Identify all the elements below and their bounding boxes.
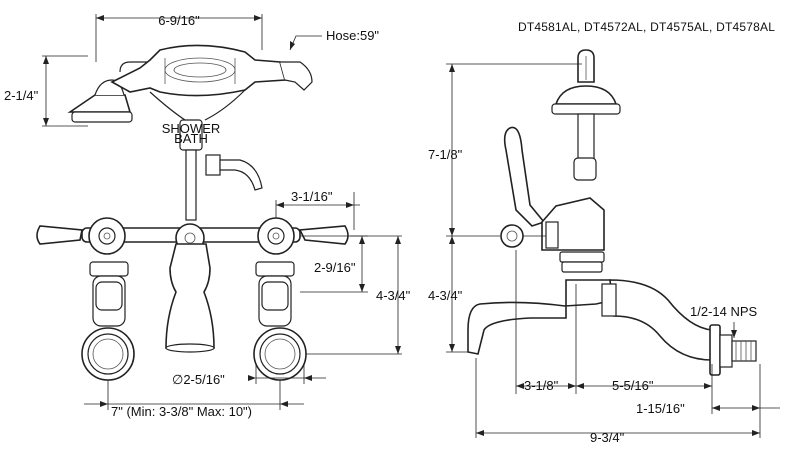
right-lever-handle (298, 225, 349, 245)
supply-elbow (609, 279, 713, 361)
handshower-head (67, 94, 132, 113)
front-view: SHOWER BATH (4, 13, 411, 419)
diverter-knob (205, 154, 221, 176)
side-cradle (554, 85, 618, 105)
lock-nut (719, 334, 733, 368)
hose-length-label: Hose:59" (326, 28, 379, 43)
side-riser (577, 113, 595, 161)
dim-body-to-wall: 5-5/16" (612, 378, 654, 393)
diverter-bath-text: BATH (174, 131, 208, 146)
supply-collar (601, 283, 617, 317)
handshower-handle (110, 44, 287, 97)
side-view: DT4581AL, DT4572AL, DT4575AL, DT4578AL (428, 20, 780, 445)
riser-pipe (185, 149, 197, 221)
dim-side-lower-height: 4-3/4" (428, 288, 463, 303)
diverter-shower-text: SHOWER (162, 121, 221, 136)
side-valve-nub (500, 224, 524, 248)
wall-flange (709, 324, 721, 376)
dim-handshower-height: 2-1/4" (4, 88, 39, 103)
cradle-hook (119, 61, 150, 73)
nps-thread-label: 1/2-14 NPS (690, 304, 758, 319)
hose-end (280, 61, 313, 91)
dim-front-total-height: 4-3/4" (376, 288, 411, 303)
dim-spout-reach: 3-1/8" (524, 378, 559, 393)
center-spout (165, 243, 215, 349)
side-spout (467, 279, 615, 355)
dim-supply-length: 1-15/16" (636, 401, 685, 416)
dim-top-width: 6-9/16" (158, 13, 200, 28)
dim-total-depth: 9-3/4" (590, 430, 625, 445)
side-spout (219, 159, 263, 191)
dim-handle-offset: 3-1/16" (291, 189, 333, 204)
dim-center-spread: 7" (Min: 3-3/8" Max: 10") (111, 404, 252, 419)
model-numbers: DT4581AL, DT4572AL, DT4575AL, DT4578AL (518, 20, 775, 34)
side-lever (503, 126, 546, 227)
handshower-face (71, 111, 133, 123)
dim-upper-height: 2-9/16" (314, 260, 356, 275)
dim-flange-diameter: ∅2-5/16" (172, 372, 225, 387)
dim-side-overall-height: 7-1/8" (428, 147, 463, 162)
threaded-nipple (731, 340, 757, 362)
left-lever-handle (36, 225, 83, 245)
